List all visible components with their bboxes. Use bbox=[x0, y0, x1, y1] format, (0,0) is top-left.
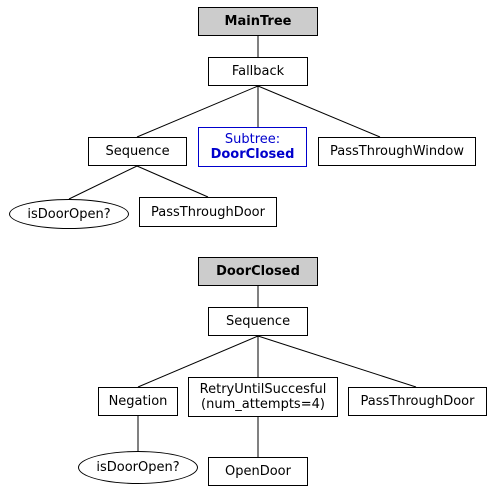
subtree-doorclosed-node[interactable]: Subtree: DoorClosed bbox=[198, 127, 307, 167]
pass-through-door-node-doorclosed[interactable]: PassThroughDoor bbox=[348, 387, 487, 416]
edge-sequence-negation bbox=[137, 335, 259, 388]
sequence-label-doorclosed: Sequence bbox=[225, 314, 291, 329]
edge-sequence-passdoor bbox=[136, 165, 209, 198]
pass-through-door-node-main[interactable]: PassThroughDoor bbox=[139, 197, 277, 227]
maintree-root-label: MainTree bbox=[224, 14, 292, 29]
subtree-prefix-label: Subtree: bbox=[224, 132, 281, 147]
is-door-open-condition-doorclosed[interactable]: isDoorOpen? bbox=[78, 451, 198, 484]
retry-label-line2: (num_attempts=4) bbox=[201, 397, 325, 412]
open-door-label: OpenDoor bbox=[225, 464, 291, 479]
pass-through-window-node[interactable]: PassThroughWindow bbox=[318, 137, 476, 166]
edge-fallback-sequence bbox=[136, 85, 259, 138]
fallback-node[interactable]: Fallback bbox=[208, 57, 308, 86]
maintree-root-node[interactable]: MainTree bbox=[198, 7, 318, 36]
negation-node[interactable]: Negation bbox=[98, 387, 178, 416]
fallback-label: Fallback bbox=[231, 64, 285, 79]
sequence-label-main: Sequence bbox=[105, 144, 170, 159]
doorclosed-root-label: DoorClosed bbox=[216, 264, 300, 279]
open-door-node[interactable]: OpenDoor bbox=[208, 457, 308, 486]
is-door-open-condition-main[interactable]: isDoorOpen? bbox=[9, 199, 129, 229]
pass-through-door-label-main: PassThroughDoor bbox=[151, 204, 265, 220]
edge-sequence-isdooropen bbox=[68, 165, 138, 200]
is-door-open-label-main: isDoorOpen? bbox=[27, 206, 111, 222]
sequence-node-doorclosed[interactable]: Sequence bbox=[208, 307, 308, 336]
subtree-name-label: DoorClosed bbox=[210, 147, 295, 162]
edge-fallback-passwindow bbox=[257, 85, 381, 138]
edge-sequence-passdoor2 bbox=[257, 335, 417, 388]
retry-label-line1: RetryUntilSuccesful bbox=[199, 382, 327, 397]
sequence-node-main[interactable]: Sequence bbox=[88, 137, 187, 166]
pass-through-door-label-doorclosed: PassThroughDoor bbox=[360, 394, 475, 409]
negation-label: Negation bbox=[108, 394, 168, 409]
is-door-open-label-doorclosed: isDoorOpen? bbox=[96, 460, 180, 475]
pass-through-window-label: PassThroughWindow bbox=[330, 144, 464, 159]
doorclosed-root-node[interactable]: DoorClosed bbox=[198, 257, 318, 286]
retry-until-successful-node[interactable]: RetryUntilSuccesful (num_attempts=4) bbox=[188, 377, 338, 417]
